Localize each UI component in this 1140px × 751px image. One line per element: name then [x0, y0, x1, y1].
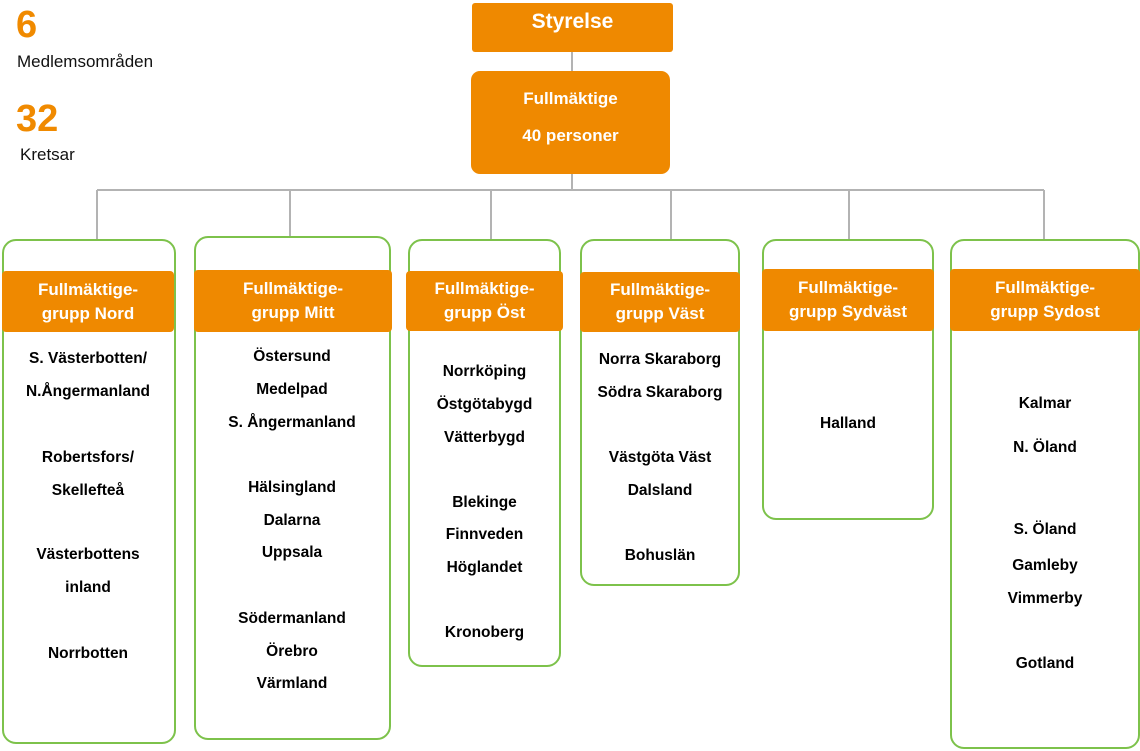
member-item: Kronoberg [444, 624, 525, 641]
member-item: Robertsfors/ [41, 449, 135, 466]
circuits-count: 32 [16, 98, 59, 140]
member-item: N. Öland [1013, 439, 1077, 456]
member-item: Södra Skaraborg [597, 384, 723, 401]
member-item: Medelpad [256, 381, 328, 398]
member-item: Värmland [256, 675, 328, 692]
group-ost-header-line2: grupp Öst [443, 303, 526, 322]
group-mitt-header-line1: Fullmäktige- [242, 279, 344, 298]
group-sydost-header-line2: grupp Sydost [990, 302, 1100, 321]
member-item: Dalarna [263, 512, 321, 529]
member-item: Gotland [1015, 655, 1075, 672]
group-vast-header: Fullmäktige- grupp Väst [580, 272, 740, 332]
member-item: Finnveden [445, 526, 524, 543]
member-item: inland [65, 579, 111, 596]
group-mitt-header-line2: grupp Mitt [251, 303, 335, 322]
group-sydvast-header-line2: grupp Sydväst [788, 302, 908, 321]
group-sydvast-header-line1: Fullmäktige- [797, 278, 899, 297]
member-item: Norrköping [442, 363, 527, 380]
member-item: Västerbottens [36, 546, 140, 563]
member-item: Halland [820, 415, 876, 432]
member-item: Gamleby [1012, 557, 1078, 574]
member-item: Kalmar [1018, 395, 1072, 412]
group-sydvast-header: Fullmäktige- grupp Sydväst [762, 269, 934, 331]
member-item: Södermanland [238, 610, 346, 627]
member-item: Blekinge [452, 494, 517, 511]
member-item: Dalsland [627, 482, 693, 499]
member-item: Norra Skaraborg [598, 351, 722, 368]
member-item: Uppsala [261, 544, 323, 561]
circuits-label: Kretsar [20, 145, 75, 164]
member-item: Hälsingland [248, 479, 336, 496]
member-item: Östersund [253, 348, 331, 365]
group-sydost-header-line1: Fullmäktige- [994, 278, 1096, 297]
board-box: Styrelse [472, 3, 673, 52]
group-sydost-header: Fullmäktige- grupp Sydost [950, 269, 1140, 331]
council-sublabel: 40 personer [522, 126, 619, 145]
member-item: S. Västerbotten/ [29, 350, 147, 367]
member-item: Norrbotten [47, 645, 129, 662]
council-label: Fullmäktige [523, 89, 618, 108]
member-item: Vätterbygd [444, 429, 525, 446]
board-label: Styrelse [531, 10, 614, 33]
member-item: S. Öland [1013, 521, 1077, 538]
member-item: S. Ångermanland [228, 414, 356, 431]
areas-label: Medlemsområden [17, 52, 154, 71]
group-vast-header-line1: Fullmäktige- [609, 280, 711, 299]
member-item: N.Ångermanland [25, 383, 150, 400]
member-item: Östgötabygd [436, 396, 533, 413]
member-item: Bohuslän [624, 547, 696, 564]
group-nord-header-line1: Fullmäktige- [37, 279, 139, 299]
group-ost-header-line1: Fullmäktige- [434, 279, 535, 298]
council-box: Fullmäktige 40 personer [471, 71, 670, 174]
member-item: Skellefteå [51, 482, 125, 499]
member-item: Höglandet [446, 559, 523, 576]
group-nord-header: Fullmäktige- grupp Nord [2, 271, 174, 332]
areas-count: 6 [16, 4, 38, 46]
group-vast-header-line2: grupp Väst [615, 304, 705, 323]
group-nord-header-line2: grupp Nord [41, 303, 135, 323]
group-mitt-header: Fullmäktige- grupp Mitt [194, 270, 392, 332]
member-item: Örebro [266, 643, 318, 660]
member-item: Vimmerby [1007, 590, 1083, 607]
member-item: Västgöta Väst [608, 449, 712, 466]
group-ost-header: Fullmäktige- grupp Öst [406, 271, 563, 331]
